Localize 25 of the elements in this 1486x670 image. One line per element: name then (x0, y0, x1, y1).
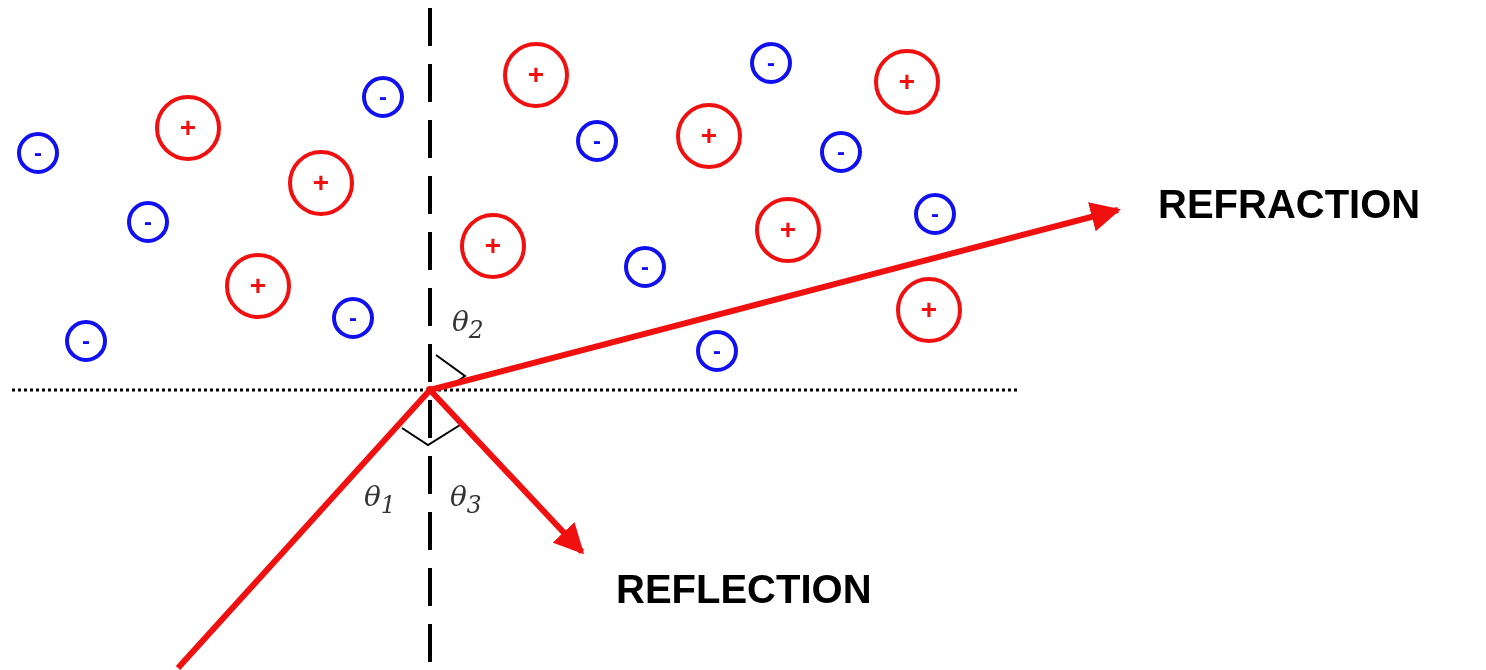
negative-charge: - (914, 193, 956, 235)
positive-charge: + (460, 213, 526, 279)
negative-charge: - (362, 76, 404, 118)
negative-charge: - (17, 132, 59, 174)
angle-label: θ$_{3}$ (450, 480, 482, 519)
positive-charge: + (896, 277, 962, 343)
negative-charge: - (750, 42, 792, 84)
angle-label: θ$_{1}$ (364, 480, 396, 519)
positive-charge: + (155, 95, 221, 161)
ray-label: REFRACTION (1158, 180, 1421, 228)
positive-charge: + (503, 42, 569, 108)
negative-charge: - (127, 201, 169, 243)
negative-charge: - (576, 120, 618, 162)
negative-charge: - (65, 320, 107, 362)
positive-charge: + (755, 197, 821, 263)
negative-charge: - (696, 330, 738, 372)
angle-label: θ$_{2}$ (452, 305, 484, 344)
ray-label: REFLECTION (616, 556, 872, 622)
positive-charge: + (225, 253, 291, 319)
positive-charge: + (676, 103, 742, 169)
negative-charge: - (820, 131, 862, 173)
negative-charge: - (624, 246, 666, 288)
positive-charge: + (288, 150, 354, 216)
positive-charge: + (874, 49, 940, 115)
negative-charge: - (332, 297, 374, 339)
